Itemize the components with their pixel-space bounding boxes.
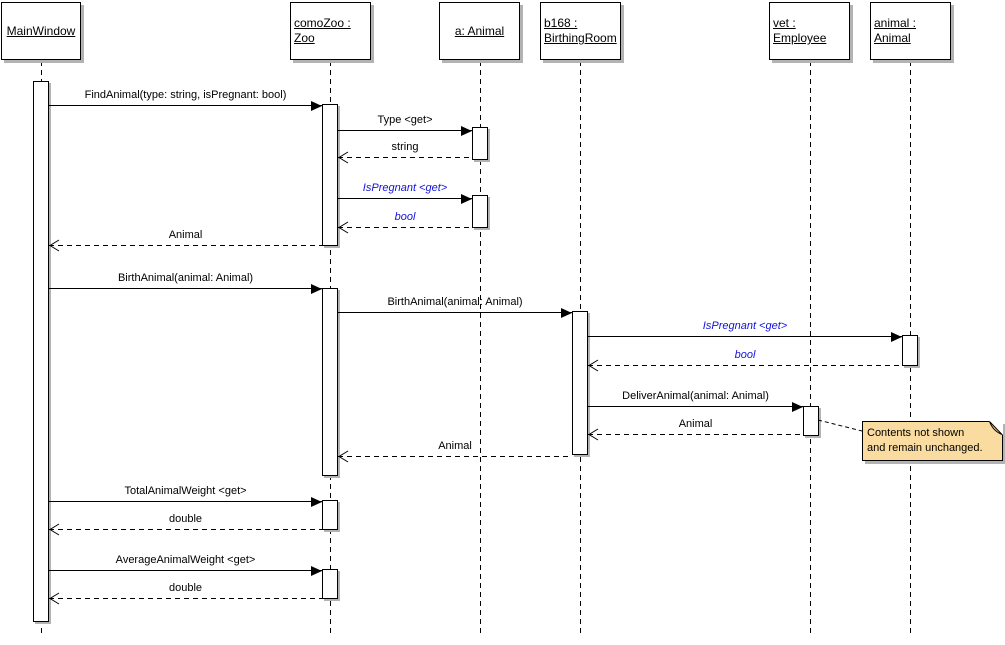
message-averageanimalweight-label[interactable]: AverageAnimalWeight <get> bbox=[115, 554, 256, 566]
lifeline-head-label: b168 : bbox=[544, 16, 578, 30]
lifeline-head-label: vet : bbox=[773, 16, 796, 30]
return-arrowhead-icon bbox=[338, 450, 349, 463]
message-deliveranimal[interactable] bbox=[588, 406, 803, 407]
return-arrowhead-icon bbox=[338, 151, 349, 164]
lifeline-head-label: MainWindow bbox=[6, 23, 76, 38]
message-animal-return-birth[interactable] bbox=[338, 456, 572, 457]
lifeline-head-mainwindow[interactable]: MainWindow bbox=[1, 2, 81, 60]
message-bool-return-b[interactable] bbox=[588, 365, 902, 366]
message-animal-return-vet[interactable] bbox=[588, 434, 803, 435]
sync-arrowhead-icon bbox=[792, 401, 803, 412]
message-totalanimalweight-label[interactable]: TotalAnimalWeight <get> bbox=[124, 485, 247, 497]
message-double-return-avg-label[interactable]: double bbox=[168, 582, 203, 594]
lifeline-head-label: a: Animal bbox=[454, 23, 505, 38]
message-animal-return-find-label[interactable]: Animal bbox=[168, 229, 203, 241]
activation-comozoo-birthanimal[interactable] bbox=[322, 288, 338, 476]
lifeline-head-label: Employee bbox=[773, 31, 827, 45]
note-anchor-line bbox=[817, 419, 863, 432]
message-bool-return-a[interactable] bbox=[338, 227, 472, 228]
message-double-return-total[interactable] bbox=[49, 529, 322, 530]
message-ispregnant-get-b[interactable] bbox=[588, 336, 902, 337]
message-findanimal-label[interactable]: FindAnimal(type: string, isPregnant: boo… bbox=[84, 89, 287, 101]
activation-vet-deliveranimal[interactable] bbox=[803, 406, 819, 436]
message-animal-return-vet-label[interactable]: Animal bbox=[678, 418, 713, 430]
sync-arrowhead-icon bbox=[891, 331, 902, 342]
lifeline-head-label: Zoo bbox=[294, 31, 315, 45]
message-findanimal[interactable] bbox=[49, 105, 322, 106]
activation-a-animal-ispregnant[interactable] bbox=[472, 195, 488, 228]
lifeline-head-label: BirthingRoom bbox=[544, 31, 617, 45]
lifeline-head-label: comoZoo : bbox=[294, 16, 351, 30]
activation-animal-ispregnant[interactable] bbox=[902, 335, 918, 366]
return-arrowhead-icon bbox=[588, 428, 599, 441]
return-arrowhead-icon bbox=[49, 523, 60, 536]
lifeline-head-label: Animal bbox=[874, 31, 911, 45]
lifeline-head-label: animal : bbox=[874, 16, 917, 30]
message-birthanimal-main[interactable] bbox=[49, 288, 322, 289]
lifeline-head-comozoo[interactable]: comoZoo :Zoo bbox=[290, 2, 371, 60]
activation-comozoo-totalweight[interactable] bbox=[322, 500, 338, 530]
note[interactable]: Contents not shown and remain unchanged. bbox=[862, 421, 1003, 461]
activation-comozoo-findanimal[interactable] bbox=[322, 104, 338, 246]
lifeline-head-animal[interactable]: animal :Animal bbox=[870, 2, 951, 60]
sync-arrowhead-icon bbox=[311, 100, 322, 111]
activation-comozoo-avgweight[interactable] bbox=[322, 569, 338, 599]
message-birthanimal-zoo[interactable] bbox=[338, 312, 572, 313]
activation-a-animal-type[interactable] bbox=[472, 127, 488, 160]
message-double-return-avg[interactable] bbox=[49, 598, 322, 599]
message-ispregnant-get-a-label[interactable]: IsPregnant <get> bbox=[362, 182, 448, 194]
message-string-return-label[interactable]: string bbox=[391, 141, 419, 153]
message-totalanimalweight[interactable] bbox=[49, 501, 322, 502]
message-birthanimal-zoo-label[interactable]: BirthAnimal(animal: Animal) bbox=[387, 296, 523, 308]
return-arrowhead-icon bbox=[338, 221, 349, 234]
activation-mainwindow[interactable] bbox=[33, 81, 49, 622]
lifeline-head-a-animal[interactable]: a: Animal bbox=[439, 2, 520, 60]
message-ispregnant-get-a[interactable] bbox=[338, 198, 472, 199]
lifeline-vet bbox=[810, 61, 811, 634]
sync-arrowhead-icon bbox=[311, 496, 322, 507]
lifeline-a-animal bbox=[480, 61, 481, 634]
message-birthanimal-main-label[interactable]: BirthAnimal(animal: Animal) bbox=[117, 272, 254, 284]
message-averageanimalweight[interactable] bbox=[49, 570, 322, 571]
message-bool-return-b-label[interactable]: bool bbox=[734, 349, 756, 361]
message-bool-return-a-label[interactable]: bool bbox=[394, 211, 416, 223]
message-animal-return-birth-label[interactable]: Animal bbox=[438, 440, 472, 452]
message-double-return-total-label[interactable]: double bbox=[168, 513, 203, 525]
sync-arrowhead-icon bbox=[561, 307, 572, 318]
sync-arrowhead-icon bbox=[461, 125, 472, 136]
lifeline-head-vet[interactable]: vet :Employee bbox=[769, 2, 850, 60]
sync-arrowhead-icon bbox=[461, 193, 472, 204]
message-type-get-label[interactable]: Type <get> bbox=[377, 114, 433, 126]
note-fold-icon bbox=[989, 421, 1003, 435]
message-type-get[interactable] bbox=[338, 130, 472, 131]
return-arrowhead-icon bbox=[49, 592, 60, 605]
message-animal-return-find[interactable] bbox=[49, 245, 322, 246]
activation-b168-birthanimal[interactable] bbox=[572, 311, 588, 455]
return-arrowhead-icon bbox=[49, 239, 60, 252]
message-deliveranimal-label[interactable]: DeliverAnimal(animal: Animal) bbox=[622, 390, 769, 402]
sync-arrowhead-icon bbox=[311, 565, 322, 576]
sync-arrowhead-icon bbox=[311, 283, 322, 294]
note-text-line-1: Contents not shown bbox=[867, 427, 965, 439]
note-text-line-2: and remain unchanged. bbox=[867, 442, 983, 454]
message-ispregnant-get-b-label[interactable]: IsPregnant <get> bbox=[702, 320, 788, 332]
return-arrowhead-icon bbox=[588, 359, 599, 372]
lifeline-head-b168[interactable]: b168 :BirthingRoom bbox=[540, 2, 621, 60]
message-string-return[interactable] bbox=[338, 157, 472, 158]
